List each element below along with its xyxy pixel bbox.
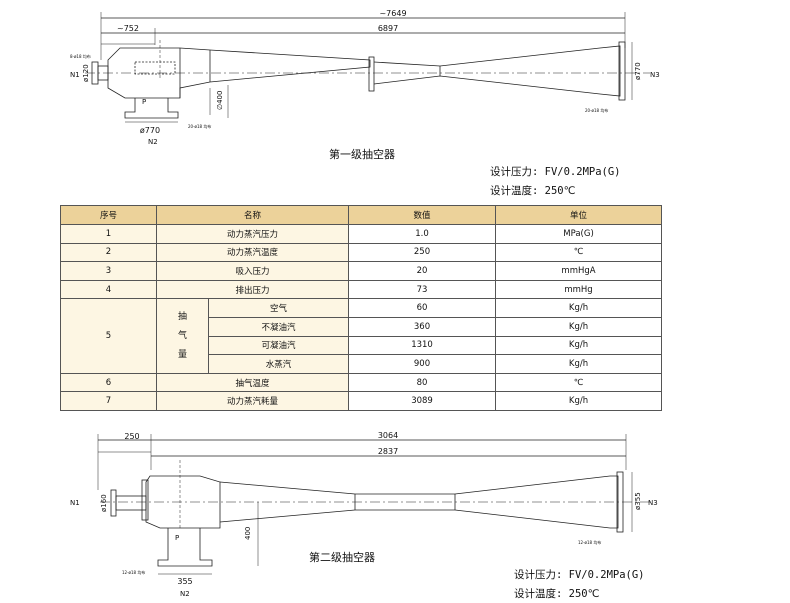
dim-main: 6897: [378, 24, 398, 33]
note-outlet: 20-ø18 均布: [585, 107, 608, 113]
table-row: 水蒸汽 900 Kg/h: [61, 354, 663, 374]
first-stage-pressure: 设计压力: FV/0.2MPa(G): [490, 166, 621, 178]
port-n3-2: N3: [648, 499, 658, 507]
table-row: 4 排出压力 73 mmHg: [60, 279, 663, 300]
diffuser: [373, 45, 621, 97]
header-value: 数值: [348, 205, 497, 225]
note-inlet: 8-ø18 均布: [70, 53, 91, 59]
parameter-table: 序号 名称 数值 单位 1 动力蒸汽压力 1.0 MPa(G) 2 动力蒸汽温度…: [60, 205, 663, 411]
dim-base-2: 355: [177, 577, 192, 586]
table-row: 6 抽气温度 80 ℃: [60, 372, 663, 393]
table-row: 7 动力蒸汽耗量 3089 Kg/h: [60, 391, 663, 411]
suction-chamber-2: [145, 475, 221, 529]
dim-left: ~752: [117, 24, 139, 33]
base-leg-2: [157, 528, 213, 567]
note-base-2: 12-ø18 均布: [122, 569, 145, 575]
table-row: 3 吸入压力 20 mmHgA: [60, 261, 663, 281]
table-header: 序号 名称 数值 单位: [60, 205, 663, 225]
second-stage-temperature: 设计温度: 250℃: [514, 588, 600, 600]
port-p-2: P: [175, 534, 179, 542]
diffuser-2: [219, 475, 619, 529]
table-row: 5 抽 气 量 空气 60 Kg/h: [60, 298, 663, 374]
dim-inlet-dia: ø120: [82, 64, 90, 82]
table-row: 1 动力蒸汽压力 1.0 MPa(G): [60, 224, 663, 244]
port-n2-2: N2: [180, 590, 190, 598]
suction-chamber: [107, 47, 371, 99]
dim-left-2: 250: [124, 432, 139, 441]
port-n2: N2: [148, 138, 158, 146]
port-n1: N1: [70, 71, 80, 79]
dim-inlet-dia-2: ø160: [100, 494, 108, 512]
group-label: 抽 气 量: [156, 298, 209, 374]
first-stage-drawing: ~7649 6897 ~752 ø120 ø770 ø770 ∅400 N1 N…: [70, 9, 660, 146]
mid-flange: [368, 56, 375, 92]
header-no: 序号: [60, 205, 157, 225]
dim-height-2: 400: [244, 527, 252, 540]
dim-height: ∅400: [216, 91, 224, 110]
dim-overall-2: 3064: [378, 431, 398, 440]
note-base: 20-ø18 均布: [188, 123, 211, 129]
port-p: P: [142, 98, 146, 106]
first-stage-caption: 第一级抽空器: [329, 148, 395, 161]
outlet-flange: [618, 41, 626, 101]
header-unit: 单位: [495, 205, 663, 225]
note-outlet-2: 12-ø18 均布: [578, 539, 601, 545]
second-stage-pressure: 设计压力: FV/0.2MPa(G): [514, 569, 645, 581]
port-n1-2: N1: [70, 499, 80, 507]
outlet-flange-2: [616, 471, 624, 533]
dim-base-dia: ø770: [140, 126, 160, 135]
table-row: 2 动力蒸汽温度 250 ℃: [60, 242, 663, 263]
table-row: 不凝油汽 360 Kg/h: [61, 316, 663, 337]
header-name: 名称: [155, 205, 350, 225]
dim-overall: ~7649: [379, 9, 406, 18]
table-row: 可凝油汽 1310 Kg/h: [61, 335, 663, 356]
n1-flange-2: [110, 489, 117, 517]
first-stage-temperature: 设计温度: 250℃: [490, 185, 576, 197]
dim-outlet-dia-2: ø355: [634, 492, 642, 510]
port-n3: N3: [650, 71, 660, 79]
dim-outlet-dia: ø770: [634, 62, 642, 80]
second-stage-caption: 第二级抽空器: [309, 551, 375, 564]
base-leg: [124, 98, 179, 119]
dim-main-2: 2837: [378, 447, 398, 456]
